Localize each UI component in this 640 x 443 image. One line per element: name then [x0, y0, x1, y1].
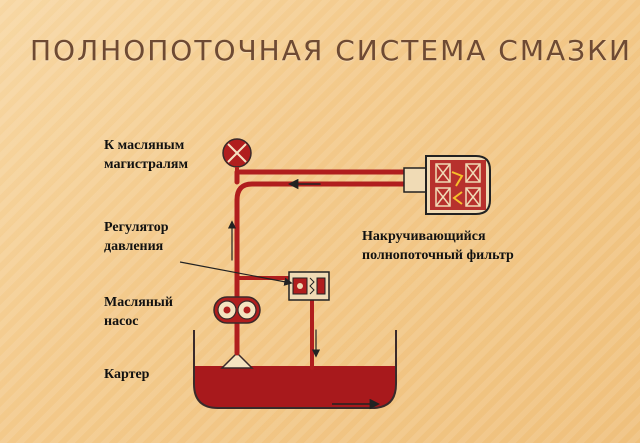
main-gallery-pipe — [234, 169, 413, 185]
label-sump: Картер — [104, 365, 149, 384]
label-oil-pump-line2: насос — [104, 314, 139, 329]
sump — [193, 330, 397, 410]
page-title: ПОЛНОПОТОЧНАЯ СИСТЕМА СМАЗКИ — [30, 34, 632, 67]
label-oil-lines: К масляным магистралям — [104, 136, 188, 174]
label-oil-pump: Масляный насос — [104, 293, 173, 331]
label-oil-lines-line2: магистралям — [104, 157, 188, 172]
sump-oil — [194, 366, 396, 408]
regulator-pointer — [179, 261, 293, 286]
spin-on-filter — [403, 155, 491, 215]
label-filter-line1: Накручивающийся — [362, 229, 486, 244]
label-filter-line2: полнопоточный фильтр — [362, 248, 514, 263]
label-pressure-regulator: Регулятор давления — [104, 218, 169, 256]
oil-pump — [213, 296, 261, 324]
sump-outline — [193, 330, 397, 409]
label-oil-lines-line1: К масляным — [104, 138, 185, 153]
label-oil-pump-line1: Масляный — [104, 295, 173, 310]
label-filter: Накручивающийся полнопоточный фильтр — [362, 227, 514, 265]
oil-pipes — [227, 169, 413, 370]
pressure-regulator — [288, 271, 330, 301]
label-pressure-regulator-line2: давления — [104, 239, 164, 254]
pump-riser-pipe — [234, 181, 413, 356]
oil-intake-strainer — [220, 351, 254, 369]
oil-lines-outlet — [222, 138, 252, 172]
label-sump-line1: Картер — [104, 367, 150, 382]
label-pressure-regulator-line1: Регулятор — [104, 220, 169, 235]
